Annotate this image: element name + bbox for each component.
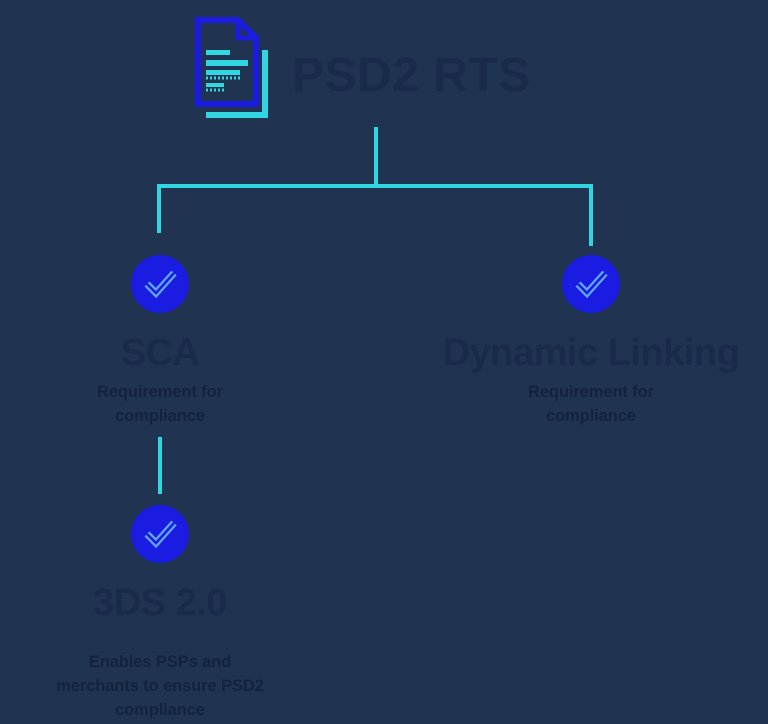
- node-sca-title: SCA: [120, 332, 200, 374]
- node-dynamic-linking-description: Requirement for compliance: [528, 383, 654, 425]
- connector-root-vertical: [374, 127, 378, 186]
- node-sca-check-badge: [131, 255, 189, 313]
- check-icon: [144, 270, 177, 299]
- connector-sca-to-3ds: [158, 437, 162, 494]
- node-3ds-title: 3DS 2.0: [93, 582, 227, 624]
- connector-left-vertical: [157, 184, 161, 233]
- root-node-title: PSD2 RTS: [292, 49, 531, 102]
- node-sca-description: Requirement for compliance: [97, 383, 223, 425]
- node-3ds-check-badge: [131, 505, 189, 563]
- node-dynamic-linking-title: Dynamic Linking: [442, 332, 740, 374]
- document-icon: [195, 17, 268, 118]
- connector-right-vertical: [589, 184, 593, 246]
- check-icon: [575, 270, 608, 299]
- node-3ds-description: Enables PSPs and merchants to ensure PSD…: [56, 653, 264, 719]
- connector-horizontal: [157, 184, 593, 188]
- check-icon: [144, 520, 177, 549]
- node-dynamic-linking-check-badge: [562, 255, 620, 313]
